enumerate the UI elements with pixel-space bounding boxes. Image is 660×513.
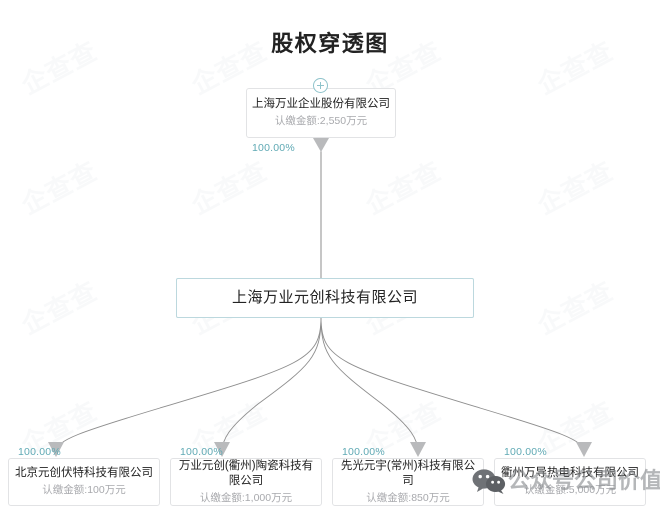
background-watermark: 企查查	[532, 275, 619, 341]
node-subsidiary[interactable]: 北京元创伏特科技有限公司 认缴金额:100万元	[8, 458, 160, 506]
node-company-name: 万业元创(衢州)陶瓷科技有限公司	[178, 459, 314, 487]
edge-percent-subsidiary: 100.00%	[504, 446, 547, 458]
node-subscribed-amount: 认缴金额:2,550万元	[274, 115, 368, 127]
expand-plus-icon[interactable]	[313, 78, 328, 93]
node-subsidiary[interactable]: 万业元创(衢州)陶瓷科技有限公司 认缴金额:1,000万元	[170, 458, 322, 506]
node-subscribed-amount: 认缴金额:1,000万元	[199, 491, 293, 504]
node-subsidiary[interactable]: 先光元宇(常州)科技有限公司 认缴金额:850万元	[332, 458, 484, 506]
node-subsidiary[interactable]: 衢州万导热电科技有限公司 认缴金额:5,000万元	[494, 458, 646, 506]
edge-percent-root: 100.00%	[252, 142, 295, 154]
node-center-company[interactable]: 上海万业元创科技有限公司	[176, 278, 474, 318]
background-watermark: 企查查	[16, 275, 103, 341]
node-root-company[interactable]: 上海万业企业股份有限公司 认缴金额:2,550万元	[246, 88, 396, 138]
node-company-name: 衢州万导热电科技有限公司	[501, 467, 639, 479]
node-subscribed-amount: 认缴金额:5,000万元	[523, 484, 617, 496]
node-company-name: 北京元创伏特科技有限公司	[15, 467, 153, 479]
node-company-name: 上海万业元创科技有限公司	[231, 288, 418, 306]
node-subscribed-amount: 认缴金额:100万元	[42, 484, 126, 496]
background-watermark: 企查查	[532, 155, 619, 221]
edge-percent-subsidiary: 100.00%	[180, 446, 223, 458]
background-watermark: 企查查	[186, 155, 273, 221]
edge-percent-subsidiary: 100.00%	[18, 446, 61, 458]
node-company-name: 先光元宇(常州)科技有限公司	[340, 459, 476, 487]
background-watermark: 企查查	[16, 155, 103, 221]
page-title: 股权穿透图	[271, 31, 389, 56]
node-company-name: 上海万业企业股份有限公司	[252, 98, 390, 110]
edge-percent-subsidiary: 100.00%	[342, 446, 385, 458]
node-subscribed-amount: 认缴金额:850万元	[366, 491, 450, 504]
background-watermark: 企查查	[360, 155, 447, 221]
